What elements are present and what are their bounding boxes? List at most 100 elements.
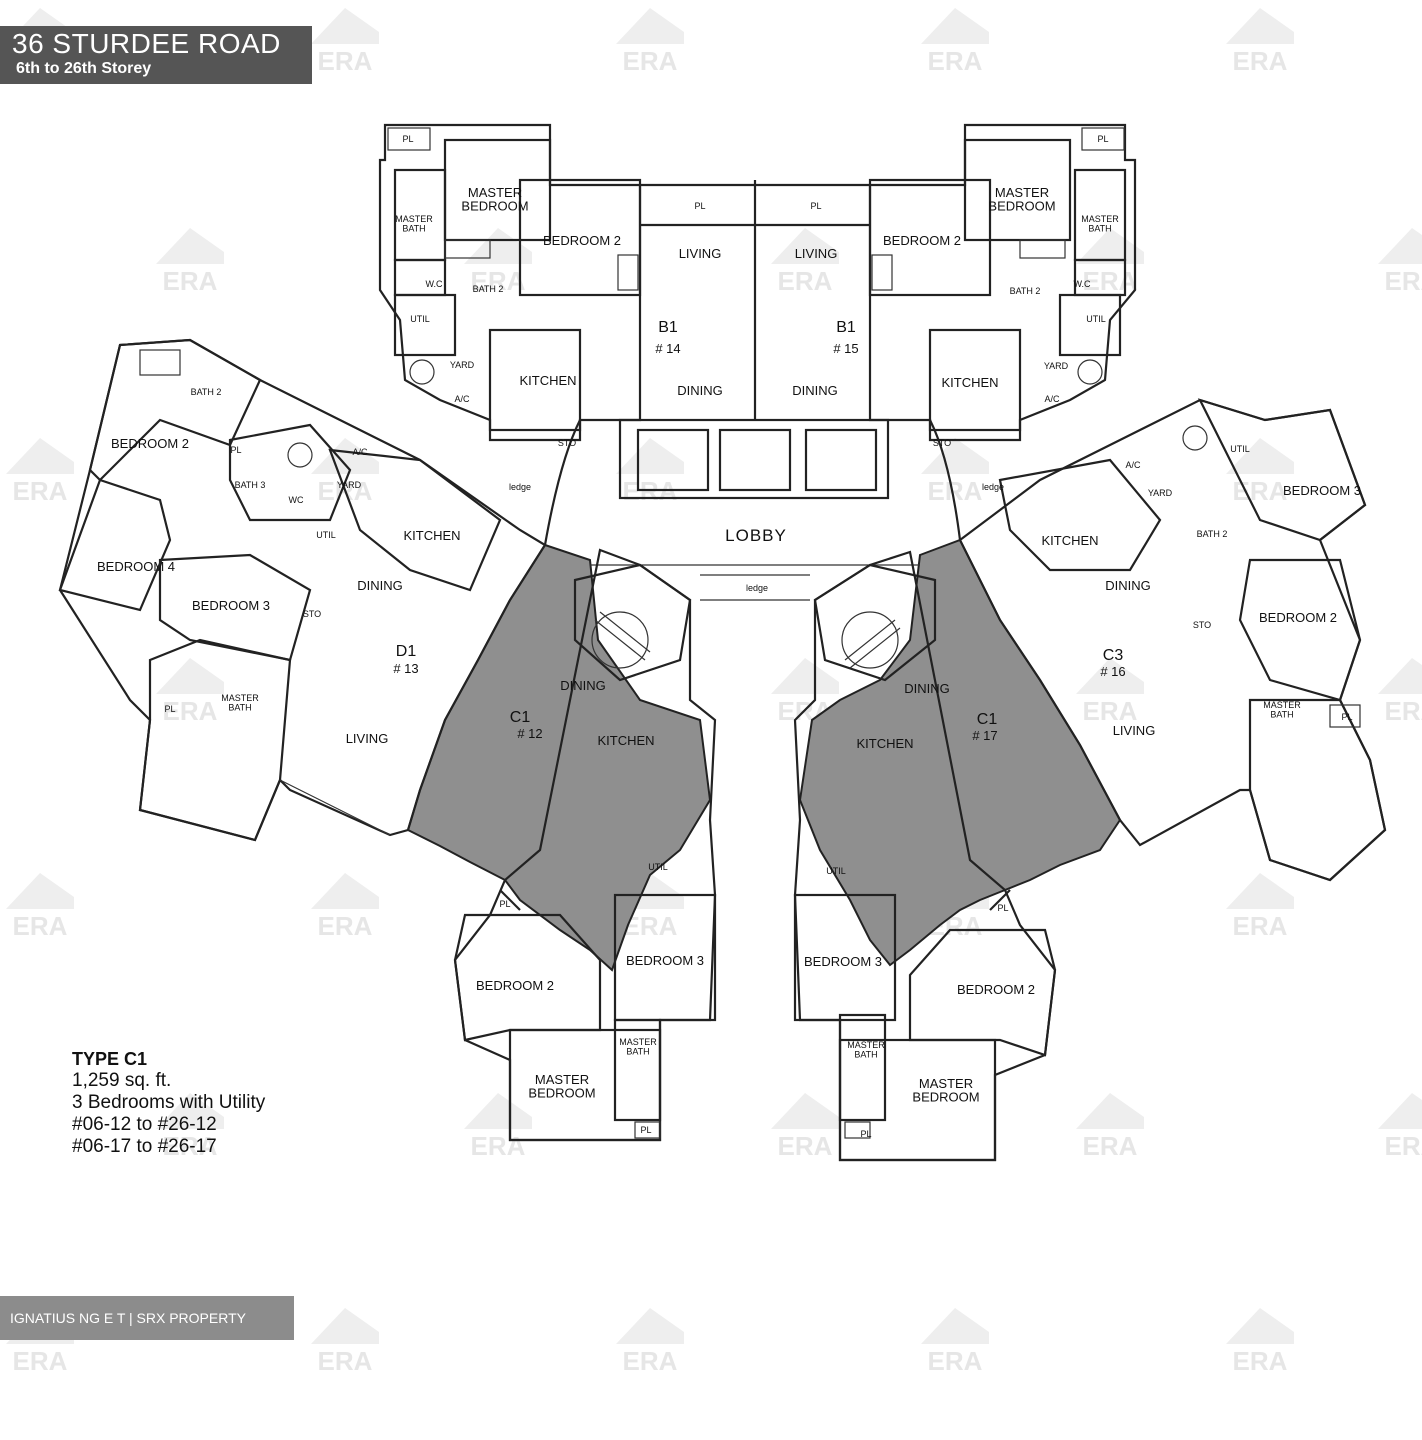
b1-14-type-label: B1 — [658, 319, 678, 336]
c3-16-bedroom3-label: BEDROOM 3 — [1283, 483, 1361, 498]
b1-15-util-label: UTIL — [1086, 314, 1106, 324]
stair-right — [841, 611, 901, 669]
legend-range-1: #06-12 to #26-12 — [72, 1114, 217, 1135]
stair-left — [591, 611, 651, 669]
svg-text:ERA: ERA — [1083, 266, 1138, 296]
svg-text:ERA: ERA — [13, 1346, 68, 1376]
b1-14-ac-label: A/C — [454, 394, 470, 404]
era-watermark: ERA — [6, 873, 74, 941]
unit-c3-16 — [958, 398, 1387, 882]
c3-16-living-label: LIVING — [1113, 723, 1156, 738]
era-watermark: ERA — [1226, 8, 1294, 76]
svg-text:ERA: ERA — [623, 46, 678, 76]
c3-16-number-label: # 16 — [1100, 664, 1125, 679]
era-watermark: ERA — [311, 873, 379, 941]
era-watermark: ERA — [6, 438, 74, 506]
svg-text:ERA: ERA — [163, 1131, 218, 1161]
svg-text:ERA: ERA — [163, 696, 218, 726]
ledge-label-center: ledge — [746, 583, 768, 593]
b1-14-pl2-label: PL — [694, 201, 705, 211]
era-watermark: ERA — [921, 8, 989, 76]
era-watermark: ERA — [616, 8, 684, 76]
c3-16-pl-label: PL — [1341, 712, 1352, 722]
svg-text:ERA: ERA — [13, 476, 68, 506]
c1-12-pl2-label: PL — [640, 1125, 651, 1135]
c1-17-util-label: UTIL — [826, 866, 846, 876]
b1-15-kitchen-label: KITCHEN — [941, 375, 998, 390]
era-watermark: ERA — [1378, 1093, 1422, 1161]
svg-text:ERA: ERA — [928, 1346, 983, 1376]
svg-text:ERA: ERA — [318, 46, 373, 76]
d1-13-pl-label: PL — [164, 704, 175, 714]
era-watermark: ERA — [1226, 438, 1294, 506]
b1-14-util-label: UTIL — [410, 314, 430, 324]
b1-15-wc-label: W.C — [1074, 279, 1091, 289]
b1-14-dining-label: DINING — [677, 383, 723, 398]
svg-text:ERA: ERA — [1385, 1131, 1422, 1161]
era-watermark: ERA — [1076, 228, 1144, 296]
era-watermark: ERA — [616, 438, 684, 506]
sto-label-right: STO — [933, 438, 951, 448]
b1-15-bath2-label: BATH 2 — [1010, 286, 1041, 296]
c3-16-ac-label: A/C — [1125, 460, 1141, 470]
svg-text:ERA: ERA — [318, 911, 373, 941]
legend-bedrooms: 3 Bedrooms with Utility — [72, 1092, 266, 1113]
b1-14-living-label: LIVING — [679, 246, 722, 261]
c1-17-pl-label: PL — [997, 903, 1008, 913]
d1-13-bedroom4-label: BEDROOM 4 — [97, 559, 175, 574]
b1-15-bedroom2-label: BEDROOM 2 — [883, 233, 961, 248]
b1-14-bedroom2-label: BEDROOM 2 — [543, 233, 621, 248]
svg-text:ERA: ERA — [471, 1131, 526, 1161]
era-watermark: ERA — [311, 8, 379, 76]
era-watermark: ERA — [921, 438, 989, 506]
central-core — [543, 180, 962, 601]
c1-17-kitchen-label: KITCHEN — [856, 736, 913, 751]
c1-12-dining-label: DINING — [560, 678, 606, 693]
c1-12-util-label: UTIL — [648, 862, 668, 872]
lobby-label: LOBBY — [725, 526, 787, 545]
c3-16-bath2-label: BATH 2 — [1197, 529, 1228, 539]
b1-14-yard-label: YARD — [450, 360, 475, 370]
era-watermark: ERA — [1226, 1308, 1294, 1376]
era-watermark: ERA — [156, 1093, 224, 1161]
d1-13-ac-label: A/C — [352, 447, 368, 457]
b1-14-pl-label: PL — [402, 134, 413, 144]
svg-text:ERA: ERA — [1233, 46, 1288, 76]
b1-15-pl-label: PL — [1097, 134, 1108, 144]
header-subtitle: 6th to 26th Storey — [16, 60, 152, 77]
unit-d1-13 — [58, 338, 547, 842]
d1-13-living-label: LIVING — [346, 731, 389, 746]
c3-16-yard-label: YARD — [1148, 488, 1173, 498]
c1-12-bedroom3-label: BEDROOM 3 — [626, 953, 704, 968]
c1-12-type-label: C1 — [510, 709, 531, 726]
sto-label-left: STO — [558, 438, 576, 448]
d1-13-sto-label: STO — [303, 609, 321, 619]
svg-text:ERA: ERA — [1233, 1346, 1288, 1376]
d1-13-dining-label: DINING — [357, 578, 403, 593]
d1-13-util-label: UTIL — [316, 530, 336, 540]
legend-type: TYPE C1 — [72, 1049, 148, 1069]
d1-13-pl2-label: PL — [230, 445, 241, 455]
legend-area: 1,259 sq. ft. — [72, 1070, 172, 1091]
b1-15-living-label: LIVING — [795, 246, 838, 261]
c1-17-dining-label: DINING — [904, 681, 950, 696]
c1-17-number-label: # 17 — [972, 728, 997, 743]
era-watermark: ERA — [464, 228, 532, 296]
era-watermark: ERA — [156, 228, 224, 296]
ledge-label-left: ledge — [509, 482, 531, 492]
c3-16-dining-label: DINING — [1105, 578, 1151, 593]
c3-16-kitchen-label: KITCHEN — [1041, 533, 1098, 548]
d1-13-number-label: # 13 — [393, 661, 418, 676]
header-box: 36 STURDEE ROAD 6th to 26th Storey — [0, 26, 312, 84]
d1-13-bedroom3-label: BEDROOM 3 — [192, 598, 270, 613]
b1-15-type-label: B1 — [836, 319, 856, 336]
svg-text:ERA: ERA — [1233, 476, 1288, 506]
b1-15-ac-label: A/C — [1044, 394, 1060, 404]
